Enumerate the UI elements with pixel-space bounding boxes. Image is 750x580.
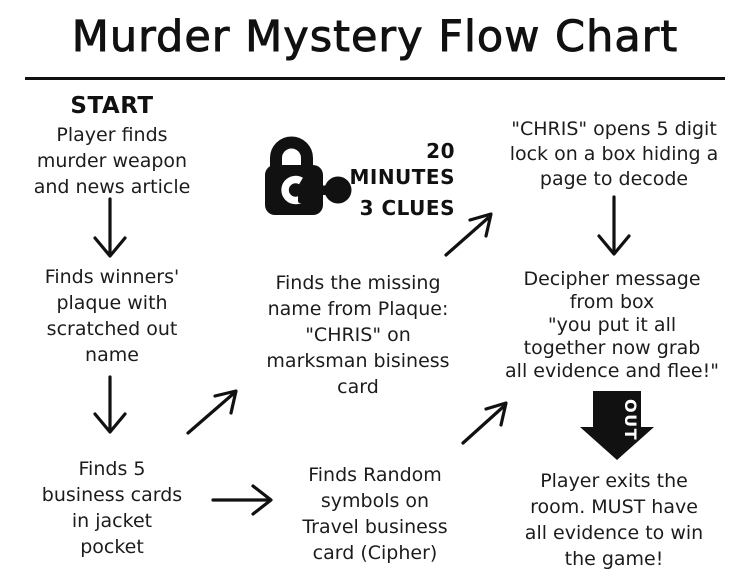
node-winners-plaque: Finds winners' plaque with scratched out… bbox=[44, 266, 180, 366]
node-exit: Player exits the room. MUST have all evi… bbox=[524, 470, 704, 570]
arrow-missing-name-to-chris bbox=[444, 212, 493, 257]
arrow-cards-to-missing-name bbox=[186, 389, 238, 435]
badge-minutes-label: 20 MINUTES bbox=[349, 139, 455, 189]
page-title: Murder Mystery Flow Chart bbox=[71, 12, 679, 63]
node-find-weapon: Player finds murder weapon and news arti… bbox=[33, 124, 191, 198]
node-chris-lock: "CHRIS" opens 5 digit lock on a box hidi… bbox=[509, 118, 719, 190]
time-clues-badge: 20 MINUTES 3 CLUES bbox=[315, 138, 455, 221]
node-business-cards: Finds 5 business cards in jacket pocket bbox=[41, 458, 183, 558]
out-arrow-icon: OUT bbox=[580, 391, 654, 460]
node-decipher: Decipher message from box "you put it al… bbox=[505, 268, 719, 382]
node-random-symbols: Finds Random symbols on Travel business … bbox=[302, 464, 448, 564]
start-label: START bbox=[70, 93, 154, 119]
out-label: OUT bbox=[621, 399, 640, 441]
arrow-start-to-plaque bbox=[93, 197, 127, 258]
lock-and-key-icon bbox=[265, 136, 352, 215]
badge-clues-label: 3 CLUES bbox=[359, 196, 455, 220]
title-underline bbox=[25, 77, 725, 80]
arrow-symbols-to-decipher bbox=[461, 401, 508, 445]
arrow-chris-to-decipher bbox=[597, 195, 631, 256]
node-missing-name: Finds the missing name from Plaque: "CHR… bbox=[266, 272, 450, 398]
arrow-plaque-to-cards bbox=[93, 375, 127, 434]
arrow-cards-to-symbols bbox=[211, 484, 273, 516]
